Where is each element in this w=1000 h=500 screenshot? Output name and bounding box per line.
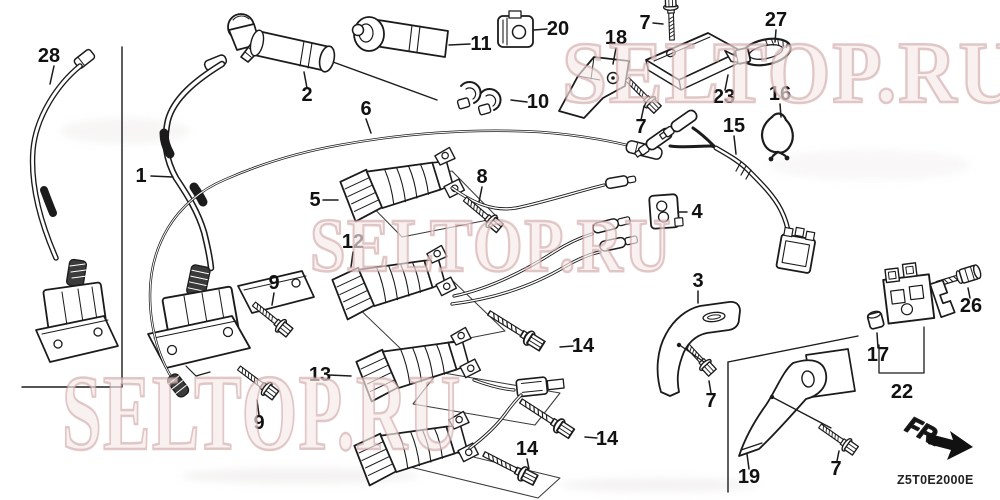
part-1-ignition-coil-assy xyxy=(147,54,315,377)
coil-28-body xyxy=(35,258,119,363)
callout-26: 26 xyxy=(960,295,982,317)
callout-labels: 28 2 1 11 20 10 6 18 7 7 23 27 16 15 5 8… xyxy=(38,9,982,488)
part-13-exciter-coil xyxy=(353,325,483,404)
callout-20: 20 xyxy=(547,18,569,40)
arrow-icon xyxy=(928,431,973,460)
callout-17: 17 xyxy=(867,344,889,366)
diagram-code: Z5T0E2000E xyxy=(897,473,974,487)
callout-14a: 14 xyxy=(572,335,595,357)
callout-leader-lines xyxy=(49,22,971,470)
callout-19: 19 xyxy=(738,466,760,488)
callout-18: 18 xyxy=(605,27,627,49)
callout-11: 11 xyxy=(470,33,491,55)
callout-4: 4 xyxy=(691,201,703,223)
callout-7a: 7 xyxy=(639,12,650,34)
callout-7c: 7 xyxy=(705,390,716,412)
leader-lines-cross xyxy=(680,345,832,429)
part-10-wire-clamp xyxy=(456,80,502,116)
bolt-7b xyxy=(621,73,664,116)
part-11-spark-plug-cap xyxy=(351,16,449,58)
callout-9b: 9 xyxy=(253,412,264,434)
bolt-7d xyxy=(815,419,861,458)
part-19-lever xyxy=(738,348,856,457)
bolt-14a xyxy=(484,305,547,354)
part-18-bracket xyxy=(558,56,630,119)
callout-13: 13 xyxy=(309,364,331,386)
callout-12: 12 xyxy=(342,231,364,253)
callout-2: 2 xyxy=(301,84,312,106)
part-16-wire-clip xyxy=(760,112,794,162)
part-4-connector xyxy=(648,193,684,230)
callout-27: 27 xyxy=(765,9,787,31)
part-13-exciter-coil-lower xyxy=(351,409,481,488)
part-3-bracket xyxy=(656,300,741,397)
callout-23: 23 xyxy=(713,86,735,108)
callout-28: 28 xyxy=(38,45,60,67)
bolt-14b xyxy=(515,393,577,441)
divider-lines xyxy=(21,46,859,493)
callout-16: 16 xyxy=(769,83,791,105)
callout-22: 22 xyxy=(891,381,913,403)
callout-3: 3 xyxy=(692,270,703,292)
part-5-exciter-coil xyxy=(337,145,467,224)
scan-noise xyxy=(180,468,420,484)
part-23-plate xyxy=(645,32,744,91)
part-17-bushing xyxy=(866,310,885,330)
callout-5: 5 xyxy=(309,189,320,211)
callout-8: 8 xyxy=(476,166,487,188)
part-27-band-clamp xyxy=(724,37,792,67)
part-20-grommet xyxy=(497,10,534,48)
scan-noise xyxy=(560,478,760,492)
part-15-wire-harness xyxy=(634,109,816,274)
bolt-8 xyxy=(459,192,506,235)
fr-direction-arrow: FR. xyxy=(901,410,973,460)
coil-lead-wires xyxy=(450,175,639,450)
callout-9a: 9 xyxy=(268,272,279,294)
part-28-ignition-wire-assy xyxy=(29,48,119,363)
bolt-9b xyxy=(233,361,281,403)
callout-1: 1 xyxy=(135,165,146,187)
part-22-cdi-unit xyxy=(882,262,956,325)
scan-noise xyxy=(770,150,970,180)
bolt-7a xyxy=(662,0,680,41)
callout-7d: 7 xyxy=(830,458,841,480)
callout-6: 6 xyxy=(360,98,371,120)
callout-14b: 14 xyxy=(596,428,619,450)
part-12-exciter-coil xyxy=(329,243,459,322)
callout-15: 15 xyxy=(723,115,745,137)
callout-7b: 7 xyxy=(635,116,646,138)
callout-10: 10 xyxy=(527,91,549,113)
callout-14c: 14 xyxy=(516,438,539,460)
callout-bracket-22 xyxy=(878,326,925,374)
part-2-spark-plug-cap xyxy=(227,13,336,73)
